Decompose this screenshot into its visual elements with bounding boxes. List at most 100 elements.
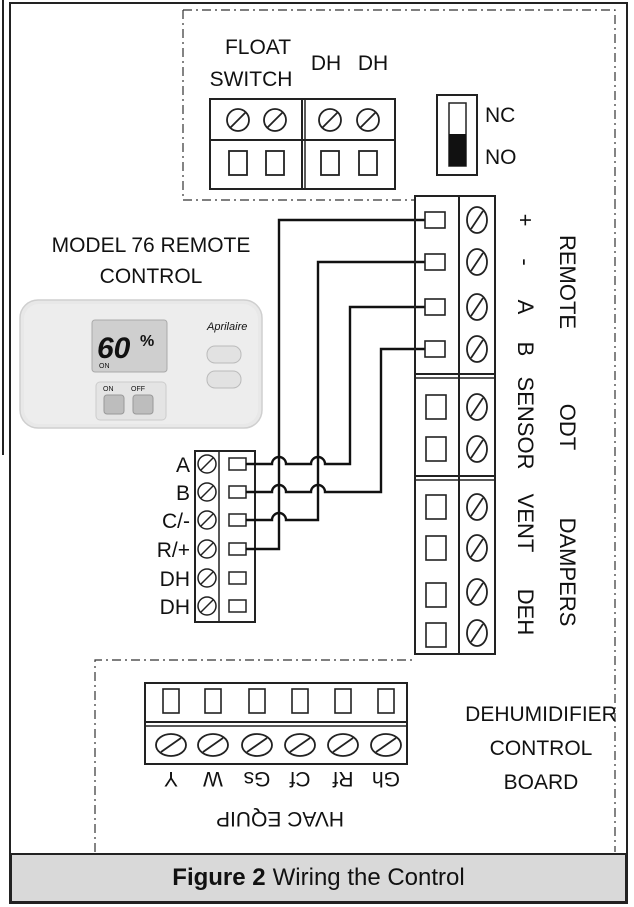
aprilaire-remote-control: 60 % ON Aprilaire ON OFF xyxy=(19,299,263,429)
terminal-slot-icon xyxy=(204,688,222,714)
off-button-label: OFF xyxy=(131,386,145,393)
screw-icon xyxy=(466,248,488,276)
screw-icon xyxy=(197,596,217,616)
board-terminal-blocks xyxy=(414,195,496,655)
remote-terminal-plus: + xyxy=(513,214,538,227)
rc-terminal-dh2: DH xyxy=(160,596,190,619)
brand-logo: Aprilaire xyxy=(206,321,247,333)
screw-icon xyxy=(197,733,229,757)
sensor-label: SENSOR xyxy=(513,377,538,470)
odt-label: ODT xyxy=(555,404,580,450)
vent-label: VENT xyxy=(513,494,538,553)
hvac-terminal-w: W xyxy=(203,767,223,790)
deh-label: DEH xyxy=(513,589,538,635)
rc-terminal-a: A xyxy=(176,454,190,477)
float-switch-outline xyxy=(183,9,616,200)
screw-icon xyxy=(284,733,316,757)
wire-a xyxy=(246,305,428,466)
screw-icon xyxy=(466,393,488,421)
dip-no-label: NO xyxy=(485,146,517,169)
dh-label-1: DH xyxy=(311,52,341,75)
terminal-slot-icon xyxy=(320,150,340,176)
terminal-slot-icon xyxy=(377,688,395,714)
rc-terminal-b: B xyxy=(176,482,190,505)
screw-icon xyxy=(263,108,287,132)
dip-nc-label: NC xyxy=(485,104,515,127)
float-dh-terminal-block xyxy=(209,98,396,190)
terminal-slot-icon xyxy=(424,253,446,271)
display-unit: % xyxy=(140,333,154,350)
rc-terminal-c: C/- xyxy=(162,510,190,533)
terminal-slot-icon xyxy=(358,150,378,176)
terminal-slot-icon xyxy=(248,688,266,714)
terminal-slot-icon xyxy=(425,582,447,608)
screw-icon xyxy=(466,206,488,234)
on-button[interactable] xyxy=(103,394,125,415)
hvac-terminal-gs: Gs xyxy=(244,767,271,790)
screw-icon xyxy=(318,108,342,132)
terminal-slot-icon xyxy=(424,298,446,316)
screw-icon xyxy=(466,619,488,647)
remote-terminal-minus: - xyxy=(513,258,538,265)
screw-icon xyxy=(466,493,488,521)
screw-icon xyxy=(466,335,488,363)
terminal-slot-icon xyxy=(334,688,352,714)
rc-terminal-r: R/+ xyxy=(157,539,190,562)
screw-icon xyxy=(466,534,488,562)
screw-icon xyxy=(466,578,488,606)
screw-icon xyxy=(155,733,187,757)
screw-icon xyxy=(197,482,217,502)
rc-terminal-dh1: DH xyxy=(160,568,190,591)
wire-r xyxy=(246,218,428,551)
terminal-slot-icon xyxy=(228,599,247,613)
terminal-slot-icon xyxy=(424,340,446,358)
terminal-slot-icon xyxy=(291,688,309,714)
hvac-terminal-block xyxy=(144,682,408,765)
terminal-slot-icon xyxy=(425,622,447,648)
side-button-1[interactable] xyxy=(206,345,242,364)
dip-switch-lever xyxy=(449,134,466,166)
remote-terminal-a: A xyxy=(513,300,538,315)
on-button-label: ON xyxy=(103,386,114,393)
screw-icon xyxy=(327,733,359,757)
screw-icon xyxy=(466,293,488,321)
hvac-terminal-y: Y xyxy=(164,767,178,790)
outer-frame xyxy=(9,2,628,904)
screw-icon xyxy=(356,108,380,132)
hvac-terminal-cf: Cf xyxy=(289,767,310,790)
dh-label-2: DH xyxy=(358,52,388,75)
screw-icon xyxy=(226,108,250,132)
board-label-3: BOARD xyxy=(504,771,579,794)
remote-control-terminal-strip xyxy=(194,450,256,623)
terminal-slot-icon xyxy=(228,571,247,585)
side-button-2[interactable] xyxy=(206,370,242,389)
screw-icon xyxy=(197,454,217,474)
hvac-equip-label: HVAC EQUIP xyxy=(216,807,344,830)
display-value: 60 xyxy=(97,332,131,365)
terminal-slot-icon xyxy=(425,436,447,462)
terminal-slot-icon xyxy=(228,150,248,176)
dampers-label: DAMPERS xyxy=(555,518,580,627)
remote-model-title-1: MODEL 76 REMOTE xyxy=(52,234,251,257)
board-label-1: DEHUMIDIFIER xyxy=(465,703,617,726)
wire-c xyxy=(246,260,428,522)
float-switch-outline-left xyxy=(182,10,415,201)
wire-b xyxy=(246,347,428,494)
figure-title: Wiring the Control xyxy=(272,864,465,891)
terminal-slot-icon xyxy=(425,535,447,561)
remote-terminal-b: B xyxy=(513,342,538,357)
figure-caption: Figure 2 Wiring the Control xyxy=(10,853,627,903)
remote-model-title-2: CONTROL xyxy=(100,265,203,288)
remote-label: REMOTE xyxy=(555,235,580,329)
figure-number: Figure 2 xyxy=(172,864,266,891)
terminal-slot-icon xyxy=(265,150,285,176)
off-button[interactable] xyxy=(132,394,154,415)
lcd-display xyxy=(91,319,168,373)
screw-icon xyxy=(241,733,273,757)
screw-icon xyxy=(197,510,217,530)
screw-icon xyxy=(370,733,402,757)
dip-switch[interactable] xyxy=(436,94,478,176)
terminal-slot-icon xyxy=(424,211,446,229)
hvac-terminal-rf: Rf xyxy=(332,767,353,790)
